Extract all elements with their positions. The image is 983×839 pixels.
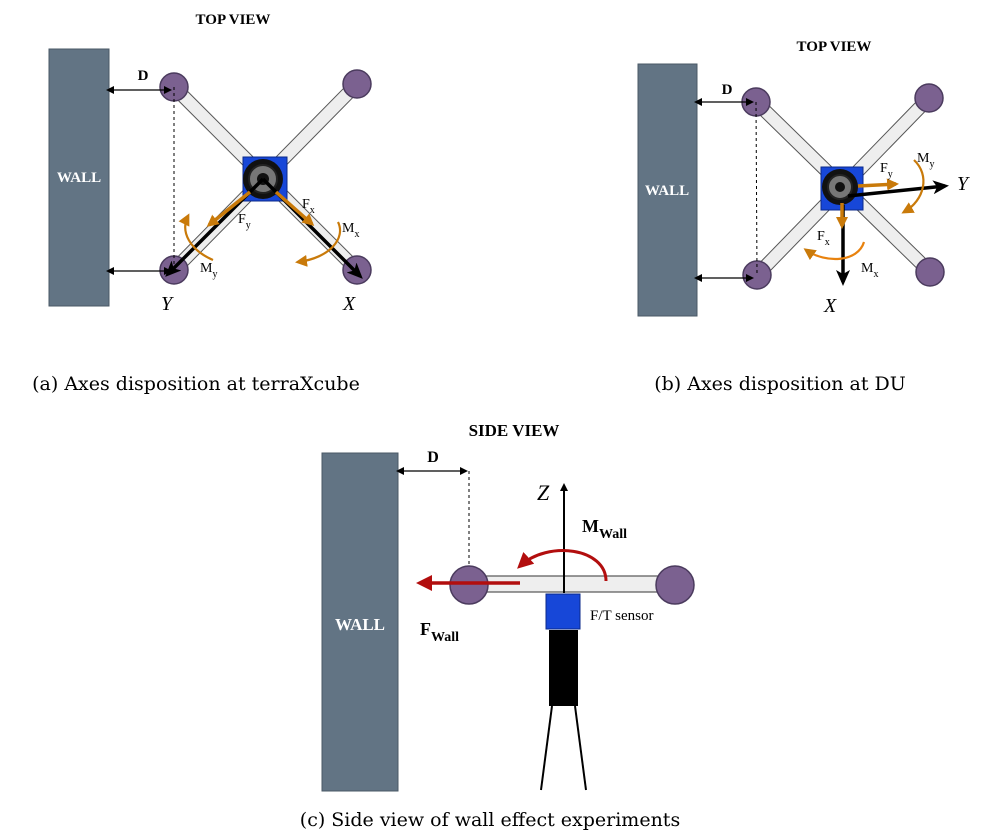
panel-c-m-wall-arc (517, 549, 608, 582)
panel-b-x-axis-label: X (823, 295, 837, 317)
panel-c-distance-label: D (427, 449, 439, 466)
panel-b-wall-label: WALL (645, 183, 689, 199)
panel-b-motor-2 (914, 83, 944, 113)
panel-a-mx-arc (295, 221, 341, 267)
panel-a-my-arc (178, 213, 214, 262)
panel-b-y-axis-label: Y (957, 173, 970, 195)
panel-a-title: TOP VIEW (196, 12, 271, 28)
panel-a-fy-arrow (206, 190, 252, 227)
panel-c-z-axis-label: Z (537, 480, 550, 505)
panel-c-motor-right (655, 565, 695, 605)
panel-a-caption: (a) Axes disposition at terraXcube (32, 373, 360, 395)
panel-b-my-label: My (917, 151, 934, 170)
panel-c-stand (549, 630, 578, 706)
panel-c-title: SIDE VIEW (469, 421, 560, 440)
panel-b-y-axis-arrow (847, 180, 949, 198)
panel-b-distance-label: D (722, 82, 733, 98)
panel-a-motor-2 (342, 69, 372, 99)
panel-b-dashed-guide (755, 101, 758, 276)
panel-b: TOP VIEW WALL D Fy Fx Mx My Y X (b) Axes… (637, 39, 970, 395)
panel-c-stand-leg-left (540, 705, 553, 791)
panel-c-wall (321, 452, 399, 792)
panel-a-wall (48, 48, 110, 307)
panel-b-fy-arrow (857, 178, 899, 191)
panel-a: TOP VIEW WALL D Fy Fx (32, 12, 372, 395)
panel-c-ft-sensor (545, 593, 581, 630)
panel-b-sensor-core (835, 182, 845, 192)
panel-c-wall-label: WALL (335, 615, 385, 634)
panel-b-fy-label: Fy (880, 161, 893, 180)
panel-b-my-arc (901, 159, 925, 214)
panel-b-mx-arc (803, 241, 866, 261)
panel-c-motor-left (449, 565, 489, 605)
panel-b-wall (637, 63, 698, 317)
panel-a-mx-label: Mx (342, 221, 359, 240)
panel-b-motor-4 (915, 257, 945, 287)
panel-b-title: TOP VIEW (797, 39, 872, 55)
panel-a-y-axis-label: Y (161, 293, 174, 315)
panel-a-fy-label: Fy (238, 212, 251, 231)
panel-a-fx-label: Fx (302, 197, 315, 216)
panel-b-fx-label: Fx (817, 229, 830, 248)
panel-c: SIDE VIEW WALL D Z MWall FWall F/T senso… (300, 421, 695, 831)
panel-b-mx-label: Mx (861, 261, 878, 280)
panel-c-m-wall-label: MWall (582, 516, 627, 542)
panel-c-caption: (c) Side view of wall effect experiments (300, 809, 680, 831)
panel-a-fx-arrow (274, 190, 315, 226)
panel-c-f-wall-label: FWall (420, 619, 459, 645)
panel-a-distance-label: D (138, 68, 149, 84)
panel-a-motor-4 (342, 255, 372, 285)
panel-c-sensor-label: F/T sensor (590, 608, 653, 624)
panel-a-x-axis-label: X (342, 293, 356, 315)
panel-c-stand-leg-right (574, 705, 587, 791)
panel-a-my-label: My (200, 261, 217, 280)
panel-a-wall-label: WALL (57, 170, 101, 186)
panel-b-caption: (b) Axes disposition at DU (654, 373, 906, 395)
